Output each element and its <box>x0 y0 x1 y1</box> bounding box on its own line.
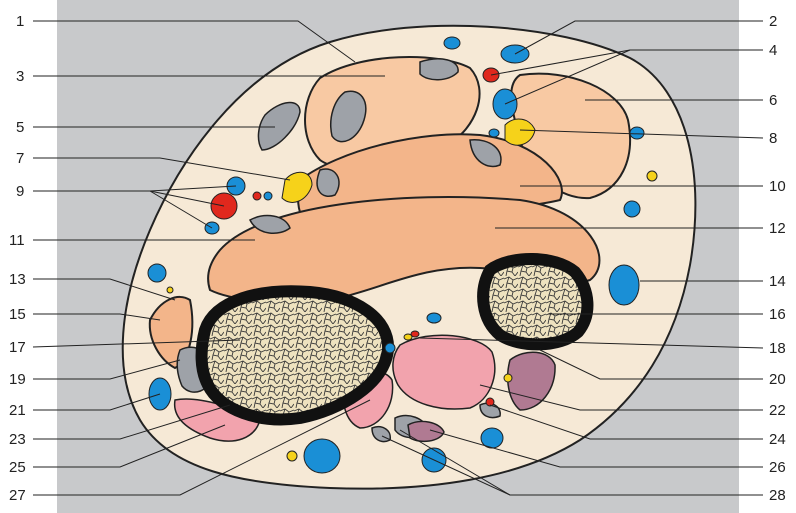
label-5: 5 <box>16 119 24 136</box>
label-16: 16 <box>769 306 786 323</box>
label-6: 6 <box>769 92 777 109</box>
ulna-bone <box>483 259 587 344</box>
label-4: 4 <box>769 42 777 59</box>
label-9: 9 <box>16 183 24 200</box>
label-13: 13 <box>9 271 26 288</box>
label-12: 12 <box>769 220 786 237</box>
label-2: 2 <box>769 13 777 30</box>
label-26: 26 <box>769 459 786 476</box>
label-17: 17 <box>9 339 26 356</box>
label-1: 1 <box>16 13 24 30</box>
label-22: 22 <box>769 402 786 419</box>
label-7: 7 <box>16 150 24 167</box>
label-27: 27 <box>9 487 26 504</box>
label-19: 19 <box>9 371 26 388</box>
label-28: 28 <box>769 487 786 504</box>
label-24: 24 <box>769 431 786 448</box>
labels-left: 1 3 5 7 9 11 13 15 17 19 21 23 25 27 <box>9 13 26 504</box>
label-3: 3 <box>16 68 24 85</box>
label-8: 8 <box>769 130 777 147</box>
label-25: 25 <box>9 459 26 476</box>
label-15: 15 <box>9 306 26 323</box>
label-23: 23 <box>9 431 26 448</box>
label-18: 18 <box>769 340 786 357</box>
label-21: 21 <box>9 402 26 419</box>
label-11: 11 <box>9 232 25 249</box>
labels-right: 2 4 6 8 10 12 14 16 18 20 22 24 26 28 <box>769 13 786 504</box>
label-14: 14 <box>769 273 786 290</box>
label-20: 20 <box>769 371 786 388</box>
label-10: 10 <box>769 178 786 195</box>
